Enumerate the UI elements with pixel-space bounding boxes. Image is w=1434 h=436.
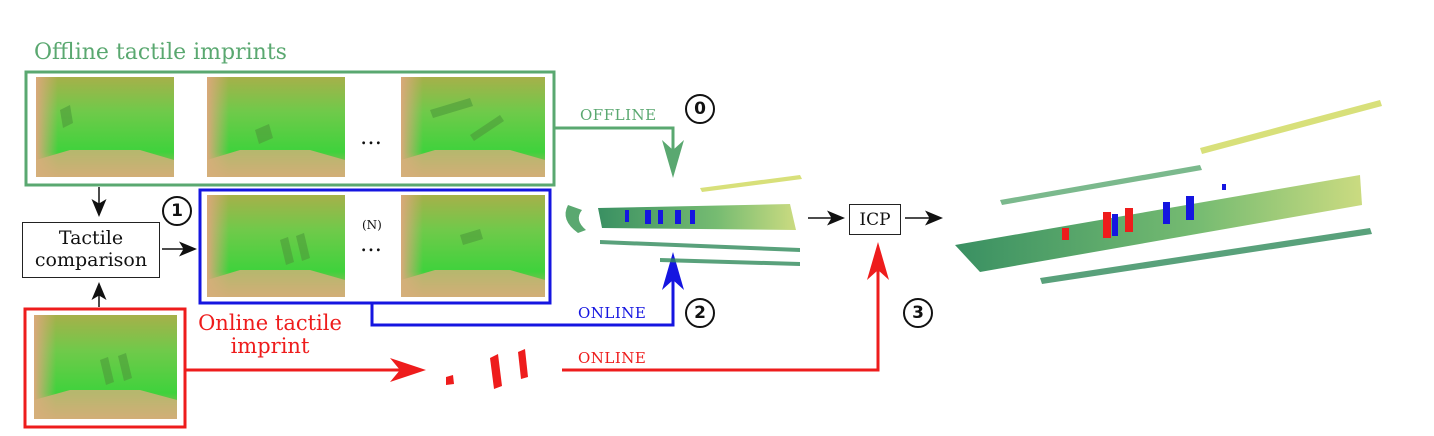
online-edge-label-bottom: ONLINE (578, 349, 647, 367)
result-point-cloud (955, 100, 1382, 284)
step-2-badge: 2 (685, 298, 715, 328)
tactile-comparison-box: Tactile comparison (22, 222, 160, 278)
offline-imprint-2 (207, 77, 345, 177)
new-imprint-title-line1: Online tactile (198, 311, 342, 335)
icp-box: ICP (849, 204, 901, 235)
new-imprint-frame (23, 307, 187, 429)
partial-point-cloud (446, 349, 528, 389)
new-imprint-title: Online tactile imprint (190, 311, 350, 359)
online-count-label: (N) (362, 218, 382, 232)
new-imprint-title-line2: imprint (230, 334, 310, 359)
online-imprints-frame (198, 188, 552, 305)
offline-imprint-3 (401, 77, 545, 177)
offline-edge-arrowhead (662, 140, 684, 178)
step-1-badge: 1 (162, 196, 192, 226)
offline-edge-label: OFFLINE (580, 106, 657, 124)
online-edge-label-top: ONLINE (578, 304, 647, 322)
online-to-icp-line (562, 270, 880, 372)
online-imprint-1 (207, 195, 345, 297)
offline-group-title: Offline tactile imprints (34, 40, 287, 65)
offline-imprint-1 (36, 77, 174, 177)
online-imprint-2 (401, 195, 545, 297)
offline-edge-line (554, 126, 675, 150)
new-edge-arrowhead (390, 358, 426, 382)
online-ellipsis: … (360, 232, 382, 257)
map-point-cloud (565, 175, 802, 266)
tactile-comparison-line2: comparison (34, 249, 148, 271)
online-edge-line (370, 280, 675, 327)
tactile-comparison-line1: Tactile (58, 227, 124, 250)
step-3-badge: 3 (903, 298, 933, 328)
new-imprint-image (34, 315, 177, 419)
online-edge-arrowhead (662, 252, 684, 290)
online-to-icp-arrowhead (867, 242, 889, 280)
offline-ellipsis: … (360, 125, 382, 150)
step-0-badge: 0 (685, 94, 715, 124)
